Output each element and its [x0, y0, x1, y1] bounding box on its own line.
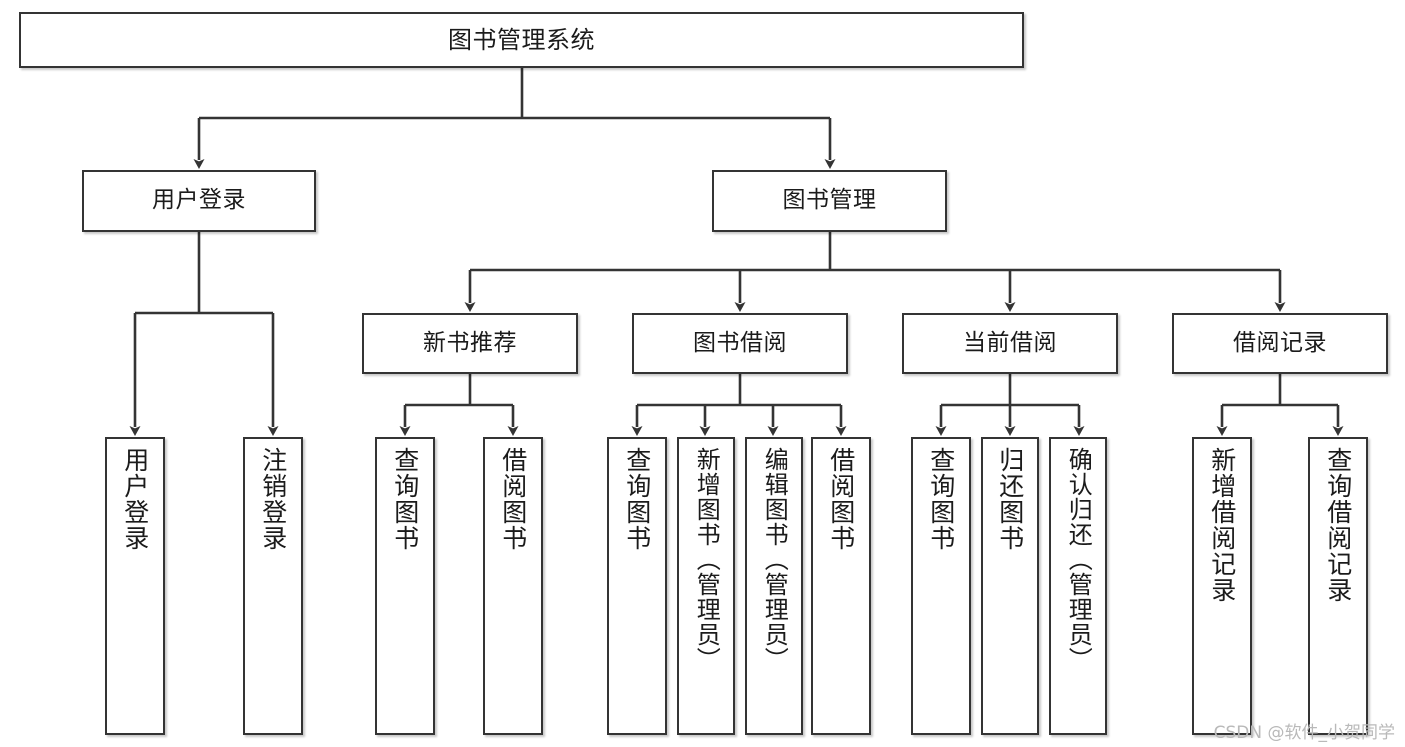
- node-leaf-add-record[interactable]: 新增借阅记录: [1192, 437, 1252, 735]
- node-root-label: 图书管理系统: [448, 25, 595, 54]
- node-leaf-query-book-3[interactable]: 查询图书: [911, 437, 971, 735]
- node-new-book-recommend[interactable]: 新书推荐: [362, 313, 578, 374]
- node-leaf-query-record[interactable]: 查询借阅记录: [1308, 437, 1368, 735]
- csdn-watermark: CSDN @软件_小贺同学: [1213, 723, 1395, 743]
- node-leaf-query-record-label: 查询借阅记录: [1323, 447, 1353, 603]
- node-book-manage-label: 图书管理: [782, 187, 877, 214]
- node-new-book-recommend-label: 新书推荐: [423, 329, 517, 356]
- node-leaf-query-book-3-label: 查询图书: [926, 447, 956, 551]
- node-leaf-query-book-2[interactable]: 查询图书: [607, 437, 667, 735]
- node-leaf-add-record-label: 新增借阅记录: [1207, 447, 1237, 603]
- node-leaf-borrow-book-1[interactable]: 借阅图书: [483, 437, 543, 735]
- node-leaf-borrow-book-2[interactable]: 借阅图书: [811, 437, 871, 735]
- node-book-manage[interactable]: 图书管理: [712, 170, 947, 232]
- node-book-borrow[interactable]: 图书借阅: [632, 313, 848, 374]
- node-leaf-query-book-1-label: 查询图书: [390, 447, 420, 551]
- node-current-borrow[interactable]: 当前借阅: [902, 313, 1118, 374]
- node-leaf-add-book-label: 新增图书（管理员）: [692, 447, 721, 672]
- node-leaf-user-logout[interactable]: 注销登录: [243, 437, 303, 735]
- node-leaf-query-book-2-label: 查询图书: [622, 447, 652, 551]
- node-leaf-user-login[interactable]: 用户登录: [105, 437, 165, 735]
- node-leaf-user-login-label: 用户登录: [120, 447, 150, 551]
- node-leaf-return-book[interactable]: 归还图书: [981, 437, 1039, 735]
- node-book-borrow-label: 图书借阅: [693, 329, 787, 356]
- node-leaf-borrow-book-2-label: 借阅图书: [826, 447, 856, 551]
- node-leaf-user-logout-label: 注销登录: [258, 447, 288, 551]
- node-borrow-record-label: 借阅记录: [1233, 329, 1327, 356]
- node-leaf-edit-book-label: 编辑图书（管理员）: [760, 447, 789, 672]
- node-leaf-confirm-return[interactable]: 确认归还（管理员）: [1049, 437, 1107, 735]
- node-leaf-confirm-return-label: 确认归还（管理员）: [1064, 447, 1093, 672]
- node-leaf-borrow-book-1-label: 借阅图书: [498, 447, 528, 551]
- node-user-login[interactable]: 用户登录: [82, 170, 316, 232]
- node-borrow-record[interactable]: 借阅记录: [1172, 313, 1388, 374]
- node-current-borrow-label: 当前借阅: [963, 329, 1057, 356]
- node-leaf-query-book-1[interactable]: 查询图书: [375, 437, 435, 735]
- node-root[interactable]: 图书管理系统: [19, 12, 1024, 68]
- node-leaf-return-book-label: 归还图书: [995, 447, 1025, 551]
- node-user-login-label: 用户登录: [152, 187, 246, 214]
- node-leaf-edit-book[interactable]: 编辑图书（管理员）: [745, 437, 803, 735]
- node-leaf-add-book[interactable]: 新增图书（管理员）: [677, 437, 735, 735]
